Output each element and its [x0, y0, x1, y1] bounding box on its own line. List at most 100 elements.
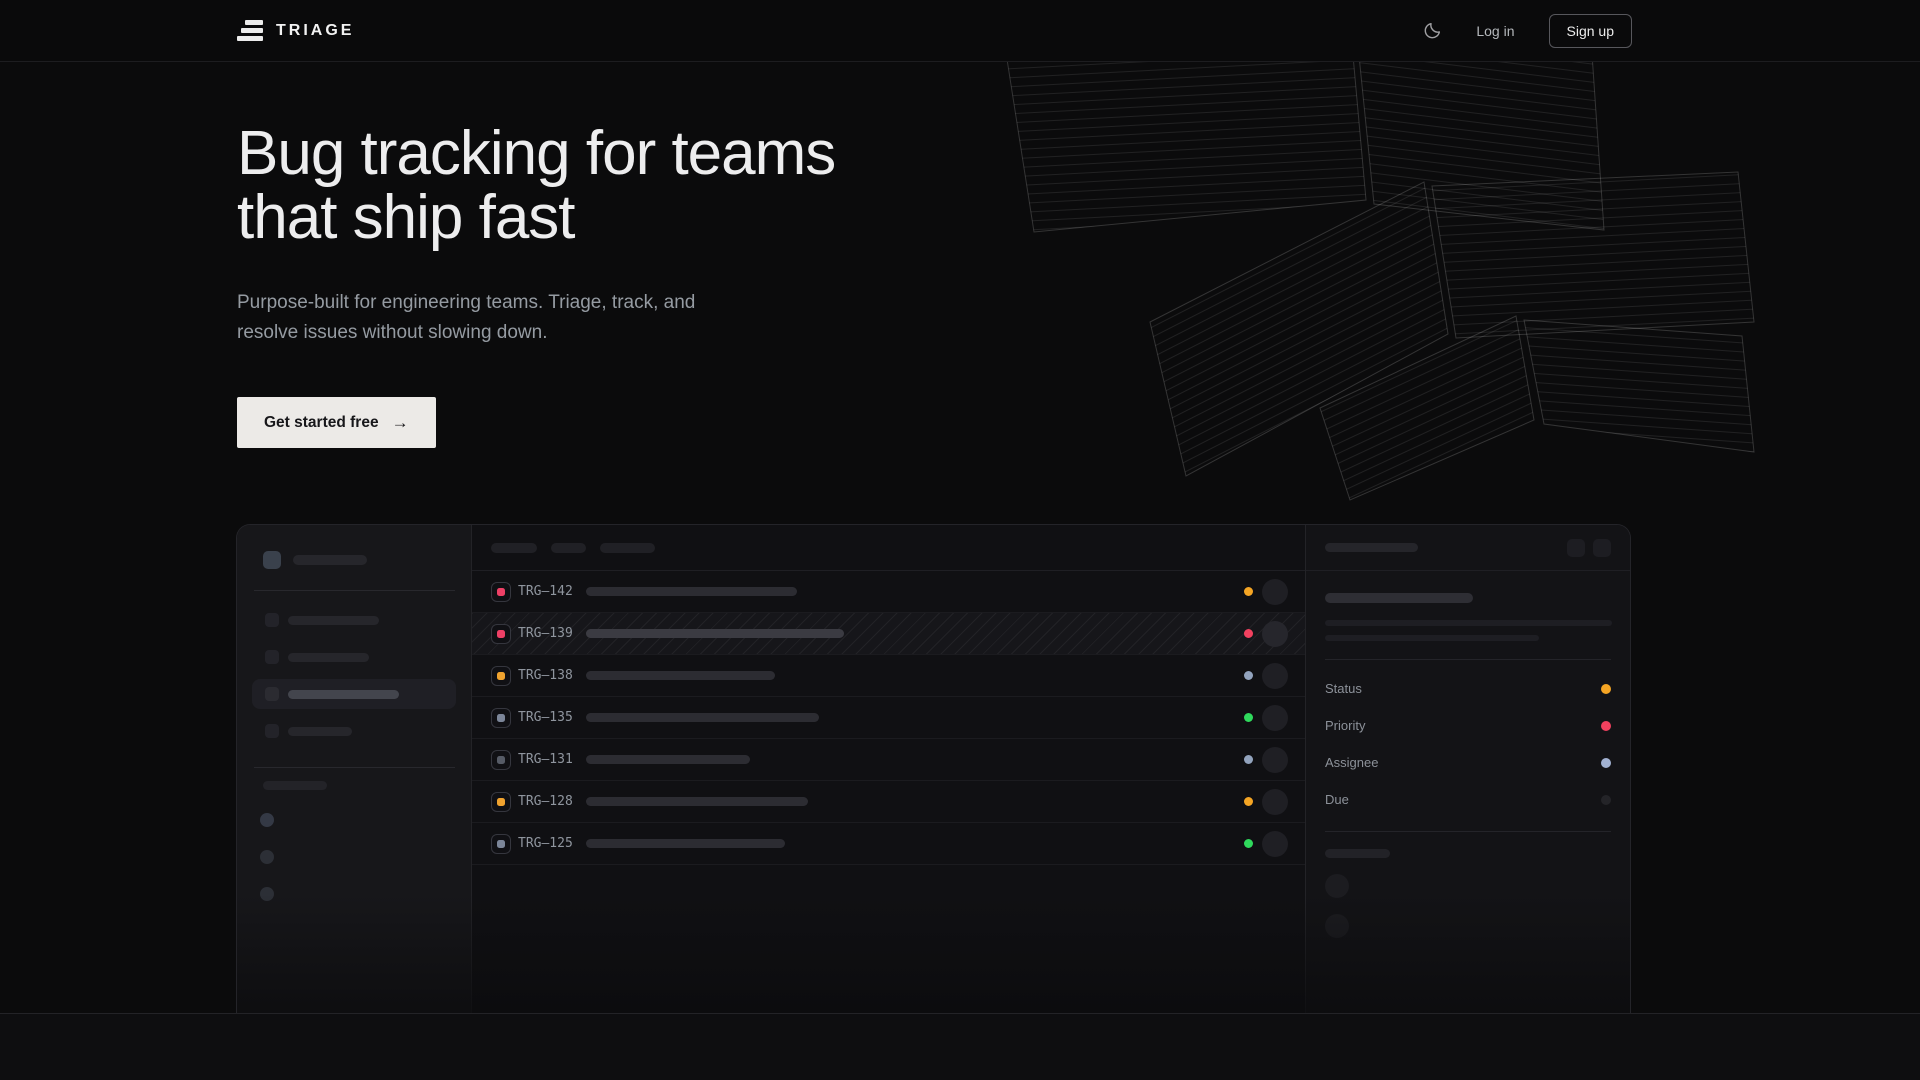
divider — [1325, 831, 1611, 832]
property-label: Status — [1325, 681, 1362, 696]
skeleton-bar — [288, 689, 399, 699]
status-dot — [1244, 629, 1253, 638]
mockup-issue-row: TRG–128 — [472, 781, 1305, 823]
issue-type-icon — [491, 665, 511, 686]
issue-type-icon — [491, 749, 511, 770]
avatar — [1262, 830, 1288, 857]
avatar — [1262, 578, 1288, 605]
status-dot — [1244, 671, 1253, 680]
mockup-issue-row: TRG–131 — [472, 739, 1305, 781]
brand[interactable]: TRIAGE — [237, 20, 354, 41]
status-dot — [1244, 839, 1253, 848]
sidebar-item-skeleton — [252, 716, 456, 746]
property-row: Due — [1325, 781, 1611, 818]
section-label-skeleton — [1325, 849, 1390, 858]
issue-title-skeleton — [586, 671, 775, 680]
issue-title-skeleton — [1325, 593, 1473, 603]
status-dot — [1244, 797, 1253, 806]
arrow-right-icon: → — [391, 412, 409, 432]
issue-title-skeleton — [586, 587, 797, 596]
brand-name: TRIAGE — [276, 21, 355, 39]
sidebar-dot-skeleton — [260, 887, 274, 901]
footer-band — [0, 1013, 1920, 1080]
property-row: Priority — [1325, 707, 1611, 744]
login-link[interactable]: Log in — [1476, 22, 1515, 39]
issue-id: TRG–131 — [518, 752, 573, 767]
issue-title-skeleton — [586, 629, 844, 638]
property-label: Due — [1325, 792, 1349, 807]
sidebar-item-skeleton — [252, 642, 456, 672]
issue-title-skeleton — [586, 839, 785, 848]
filter-pill-skeleton — [600, 542, 655, 553]
skeleton-bar — [288, 726, 352, 736]
avatar — [1262, 620, 1288, 647]
sidebar-item-skeleton-active — [252, 679, 456, 709]
panel-button-skeleton — [1593, 538, 1611, 557]
avatar — [1262, 662, 1288, 689]
sidebar-item-icon-skeleton — [265, 613, 279, 627]
list-header-skeleton — [472, 525, 1305, 571]
mockup-sidebar — [237, 525, 472, 1014]
issue-row-meta — [1244, 830, 1288, 857]
panel-actions-skeleton — [1567, 538, 1611, 557]
property-value-dot — [1601, 683, 1611, 694]
divider — [254, 767, 455, 768]
workspace-switcher-skeleton — [263, 551, 455, 569]
issue-type-icon — [491, 707, 511, 728]
divider — [1325, 659, 1611, 660]
property-label: Priority — [1325, 718, 1366, 733]
theme-toggle-button[interactable] — [1422, 21, 1442, 41]
skeleton-bar — [293, 555, 367, 565]
mockup-issue-row: TRG–125 — [472, 823, 1305, 865]
skeleton-bar — [1325, 543, 1418, 552]
workspace-avatar-skeleton — [263, 551, 281, 569]
avatar-skeleton — [1325, 874, 1349, 898]
panel-header-skeleton — [1306, 525, 1630, 571]
issue-id: TRG–139 — [518, 626, 573, 641]
status-dot — [1244, 713, 1253, 722]
sidebar-nav-skeleton — [237, 605, 471, 746]
avatar-skeleton — [1325, 914, 1349, 938]
nav-actions: Log in Sign up — [1422, 13, 1632, 48]
sidebar-dot-skeleton — [260, 850, 274, 864]
divider — [254, 590, 455, 591]
avatar — [1262, 704, 1288, 731]
issue-id: TRG–128 — [518, 794, 573, 809]
issue-id: TRG–135 — [518, 710, 573, 725]
sidebar-item-skeleton — [252, 605, 456, 635]
issue-title-skeleton — [586, 755, 750, 764]
issue-title-skeleton — [586, 797, 808, 806]
section-label-skeleton — [263, 781, 327, 790]
skeleton-line — [1325, 635, 1539, 641]
issue-row-meta — [1244, 746, 1288, 773]
property-row: Status — [1325, 670, 1611, 707]
avatar — [1262, 746, 1288, 773]
hero-subtitle: Purpose-built for engineering teams. Tri… — [237, 292, 696, 343]
sidebar-item-icon-skeleton — [265, 650, 279, 664]
skeleton-bar — [288, 615, 379, 625]
moon-icon — [1425, 22, 1441, 38]
issue-row-meta — [1244, 578, 1288, 605]
property-row: Assignee — [1325, 744, 1611, 781]
avatar — [1262, 788, 1288, 815]
status-dot — [1244, 587, 1253, 596]
issue-type-icon — [491, 623, 511, 644]
skeleton-bar — [288, 652, 369, 662]
sidebar-item-icon-skeleton — [265, 724, 279, 738]
issue-row-meta — [1244, 662, 1288, 689]
filter-pill-skeleton — [551, 542, 586, 553]
skeleton-line — [1325, 620, 1612, 626]
get-started-button[interactable]: Get started free → — [237, 397, 436, 448]
sidebar-item-icon-skeleton — [265, 687, 279, 701]
status-dot — [1244, 755, 1253, 764]
issue-id: TRG–142 — [518, 584, 573, 599]
signup-button[interactable]: Sign up — [1548, 13, 1632, 48]
mockup-issue-row: TRG–138 — [472, 655, 1305, 697]
mockup-issue-row: TRG–139 — [472, 613, 1305, 655]
issue-row-meta — [1244, 704, 1288, 731]
property-value-dot — [1601, 794, 1611, 805]
